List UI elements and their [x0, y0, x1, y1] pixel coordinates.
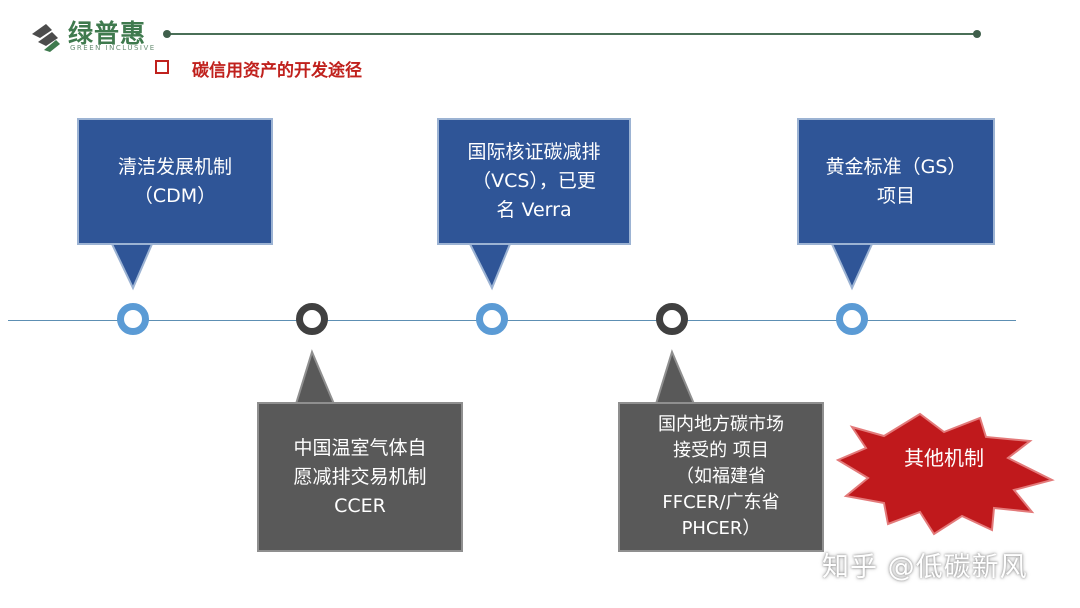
- box-line: 国内地方碳市场: [658, 414, 784, 435]
- mechanism-box-ccer: 中国温室气体自 愿减排交易机制 CCER: [257, 402, 463, 552]
- box-line: 愿减排交易机制: [293, 465, 427, 488]
- header-divider-dot-left: [163, 30, 171, 38]
- timeline-node-cdm: [117, 303, 149, 335]
- box-line: 黄金标准（GS）: [825, 155, 967, 178]
- mechanism-box-gs: 黄金标准（GS） 项目: [797, 118, 995, 245]
- pointer-cdm: [110, 243, 154, 291]
- timeline-axis: [8, 320, 1016, 321]
- box-line: （VCS），已更: [472, 170, 596, 192]
- watermark: 知乎 @低碳新风: [822, 552, 1028, 583]
- box-line: 国际核证碳减排: [467, 141, 601, 163]
- box-line: 接受的 项目: [673, 440, 769, 461]
- section-title: 碳信用资产的开发途径: [192, 61, 362, 81]
- pointer-ccer: [294, 349, 336, 405]
- mechanism-box-local: 国内地方碳市场 接受的 项目 （如福建省 FFCER/广东省 PHCER）: [618, 402, 824, 552]
- logo-subtext: GREEN INCLUSIVE: [70, 44, 156, 52]
- box-line: 清洁发展机制: [117, 155, 232, 178]
- logo-leaf-icon: [32, 24, 60, 52]
- timeline-node-vcs: [476, 303, 508, 335]
- pointer-local: [654, 349, 696, 405]
- box-line: CCER: [334, 494, 386, 517]
- pointer-vcs: [468, 243, 512, 291]
- box-line: （CDM）: [133, 184, 217, 207]
- box-line: PHCER）: [681, 518, 761, 539]
- timeline-node-local: [656, 303, 688, 335]
- mechanism-box-cdm: 清洁发展机制 （CDM）: [77, 118, 273, 245]
- box-line: 项目: [876, 184, 915, 207]
- mechanism-box-vcs: 国际核证碳减排 （VCS），已更 名 Verra: [437, 118, 631, 245]
- box-line: （如福建省: [676, 466, 766, 487]
- section-bullet-icon: [155, 60, 169, 74]
- other-mechanisms-label: 其他机制: [904, 446, 984, 470]
- timeline-node-gs: [836, 303, 868, 335]
- timeline-node-ccer: [296, 303, 328, 335]
- box-line: 名 Verra: [496, 199, 572, 221]
- pointer-gs: [830, 243, 874, 291]
- logo-text: 绿普惠: [68, 19, 147, 48]
- header-divider: [167, 33, 977, 35]
- box-line: 中国温室气体自: [293, 436, 427, 459]
- starburst-shape: [835, 412, 1055, 536]
- box-line: FFCER/广东省: [662, 492, 780, 513]
- header-divider-dot-right: [973, 30, 981, 38]
